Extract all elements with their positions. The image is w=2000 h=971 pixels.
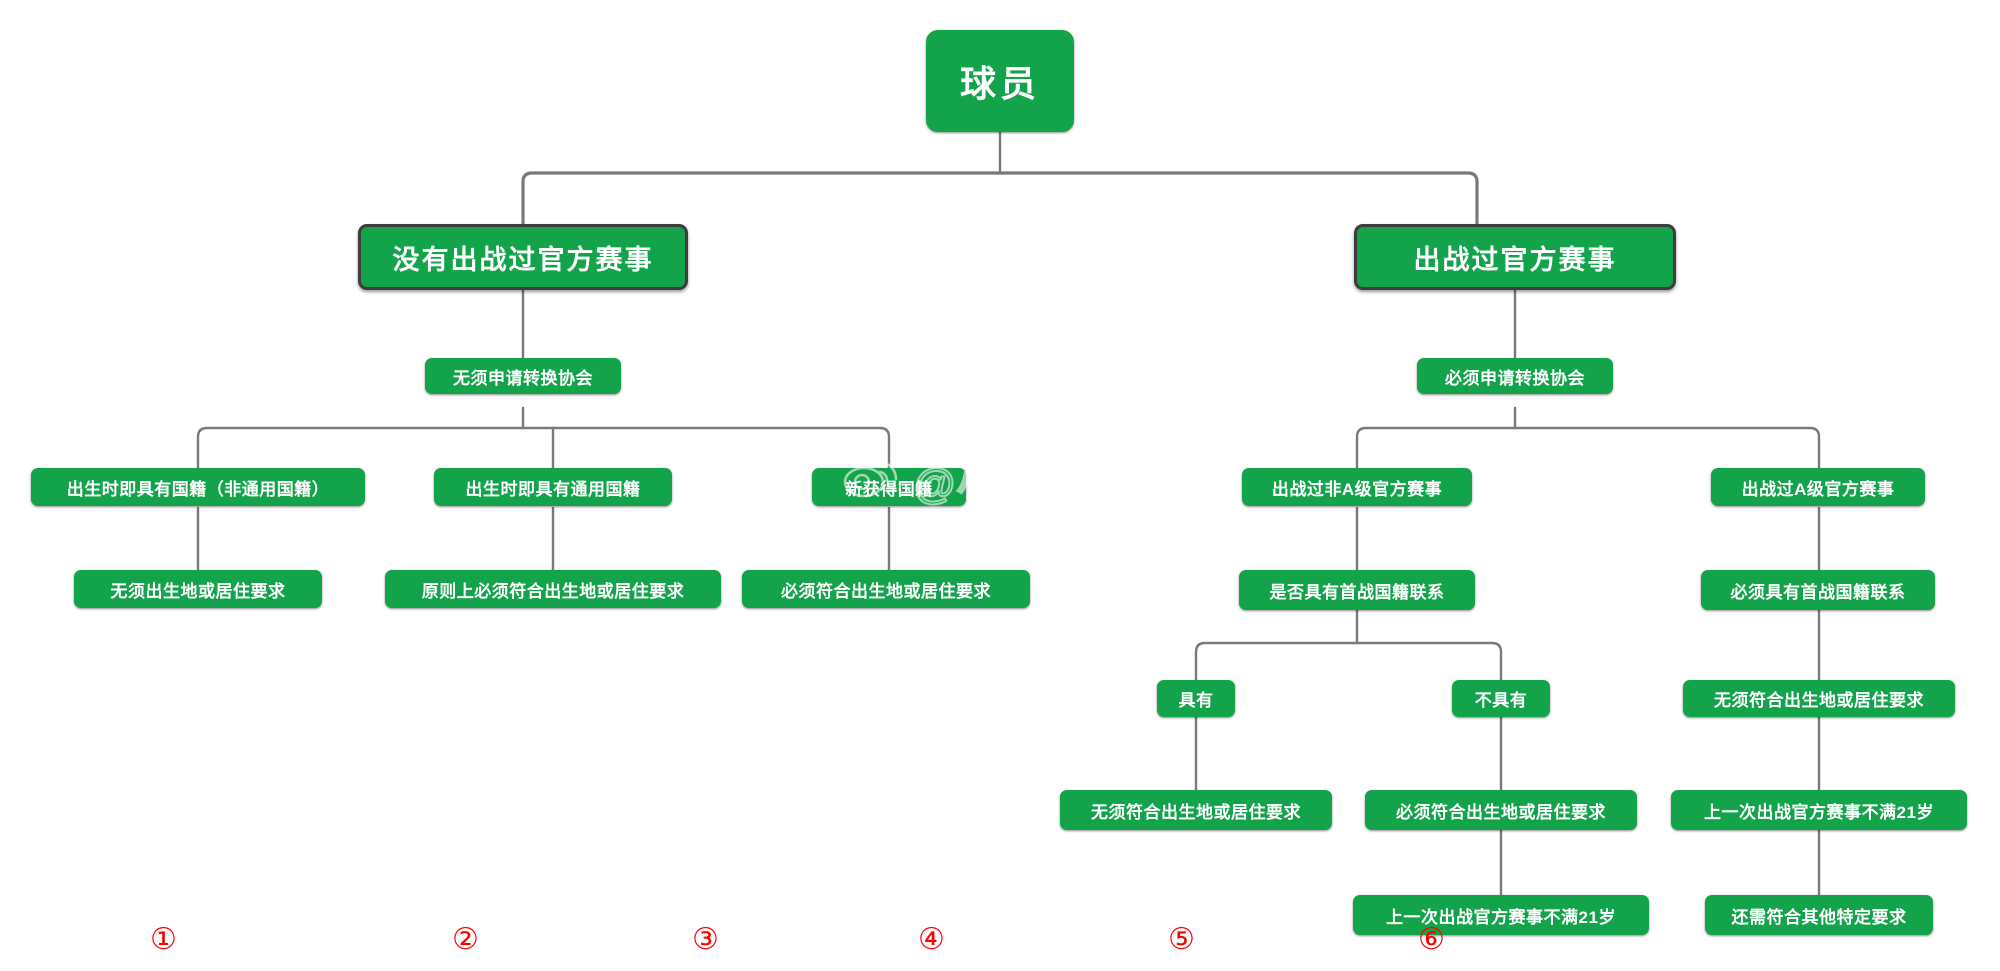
node-right-no-link-age[interactable]: 上一次出战官方赛事不满21岁 xyxy=(1353,895,1649,935)
node-left-nationality-at-birth[interactable]: 出生时即具有国籍（非通用国籍） xyxy=(31,468,365,506)
marker-2: ② xyxy=(452,922,479,957)
node-left-rule[interactable]: 无须申请转换协会 xyxy=(425,358,621,394)
node-right-rule[interactable]: 必须申请转换协会 xyxy=(1417,358,1613,394)
node-left-req-3[interactable]: 必须符合出生地或居住要求 xyxy=(742,570,1030,608)
node-right-no-link-req[interactable]: 必须符合出生地或居住要求 xyxy=(1365,790,1637,830)
edge-root-split xyxy=(521,171,1479,232)
marker-1: ① xyxy=(150,922,177,957)
node-left-req-1[interactable]: 无须出生地或居住要求 xyxy=(74,570,322,608)
node-root[interactable]: 球员 xyxy=(926,30,1074,132)
watermark-label: 小牛体育微报 xyxy=(956,459,1221,508)
edge-r1-yesno-bar xyxy=(1194,641,1503,682)
edge-left-3way-bar xyxy=(196,426,891,470)
node-right-has-link[interactable]: 具有 xyxy=(1157,680,1235,717)
marker-5: ⑤ xyxy=(1168,922,1195,957)
node-left-new-nationality[interactable]: 新获得国籍 xyxy=(812,468,966,506)
node-right-a-level-age[interactable]: 上一次出战官方赛事不满21岁 xyxy=(1671,790,1967,830)
marker-4: ④ xyxy=(918,922,945,957)
edge-right-2way-bar xyxy=(1355,426,1821,470)
node-right-other-requirements[interactable]: 还需符合其他特定要求 xyxy=(1705,895,1933,935)
marker-3: ③ xyxy=(692,922,719,957)
node-right-a-level-no-residency[interactable]: 无须符合出生地或居住要求 xyxy=(1683,680,1955,717)
node-right-a-level[interactable]: 出战过A级官方赛事 xyxy=(1711,468,1925,506)
node-right-first-match-question[interactable]: 是否具有首战国籍联系 xyxy=(1239,570,1475,610)
node-right-no-link[interactable]: 不具有 xyxy=(1452,680,1550,717)
node-right-branch[interactable]: 出战过官方赛事 xyxy=(1354,224,1676,290)
node-left-req-2[interactable]: 原则上必须符合出生地或居住要求 xyxy=(385,570,721,608)
node-right-must-have-link[interactable]: 必须具有首战国籍联系 xyxy=(1701,570,1935,610)
node-left-common-nationality-at-birth[interactable]: 出生时即具有通用国籍 xyxy=(434,468,672,506)
node-left-branch[interactable]: 没有出战过官方赛事 xyxy=(358,224,688,290)
node-right-non-a-level[interactable]: 出战过非A级官方赛事 xyxy=(1242,468,1472,506)
marker-6: ⑥ xyxy=(1418,922,1445,957)
node-right-has-link-req[interactable]: 无须符合出生地或居住要求 xyxy=(1060,790,1332,830)
